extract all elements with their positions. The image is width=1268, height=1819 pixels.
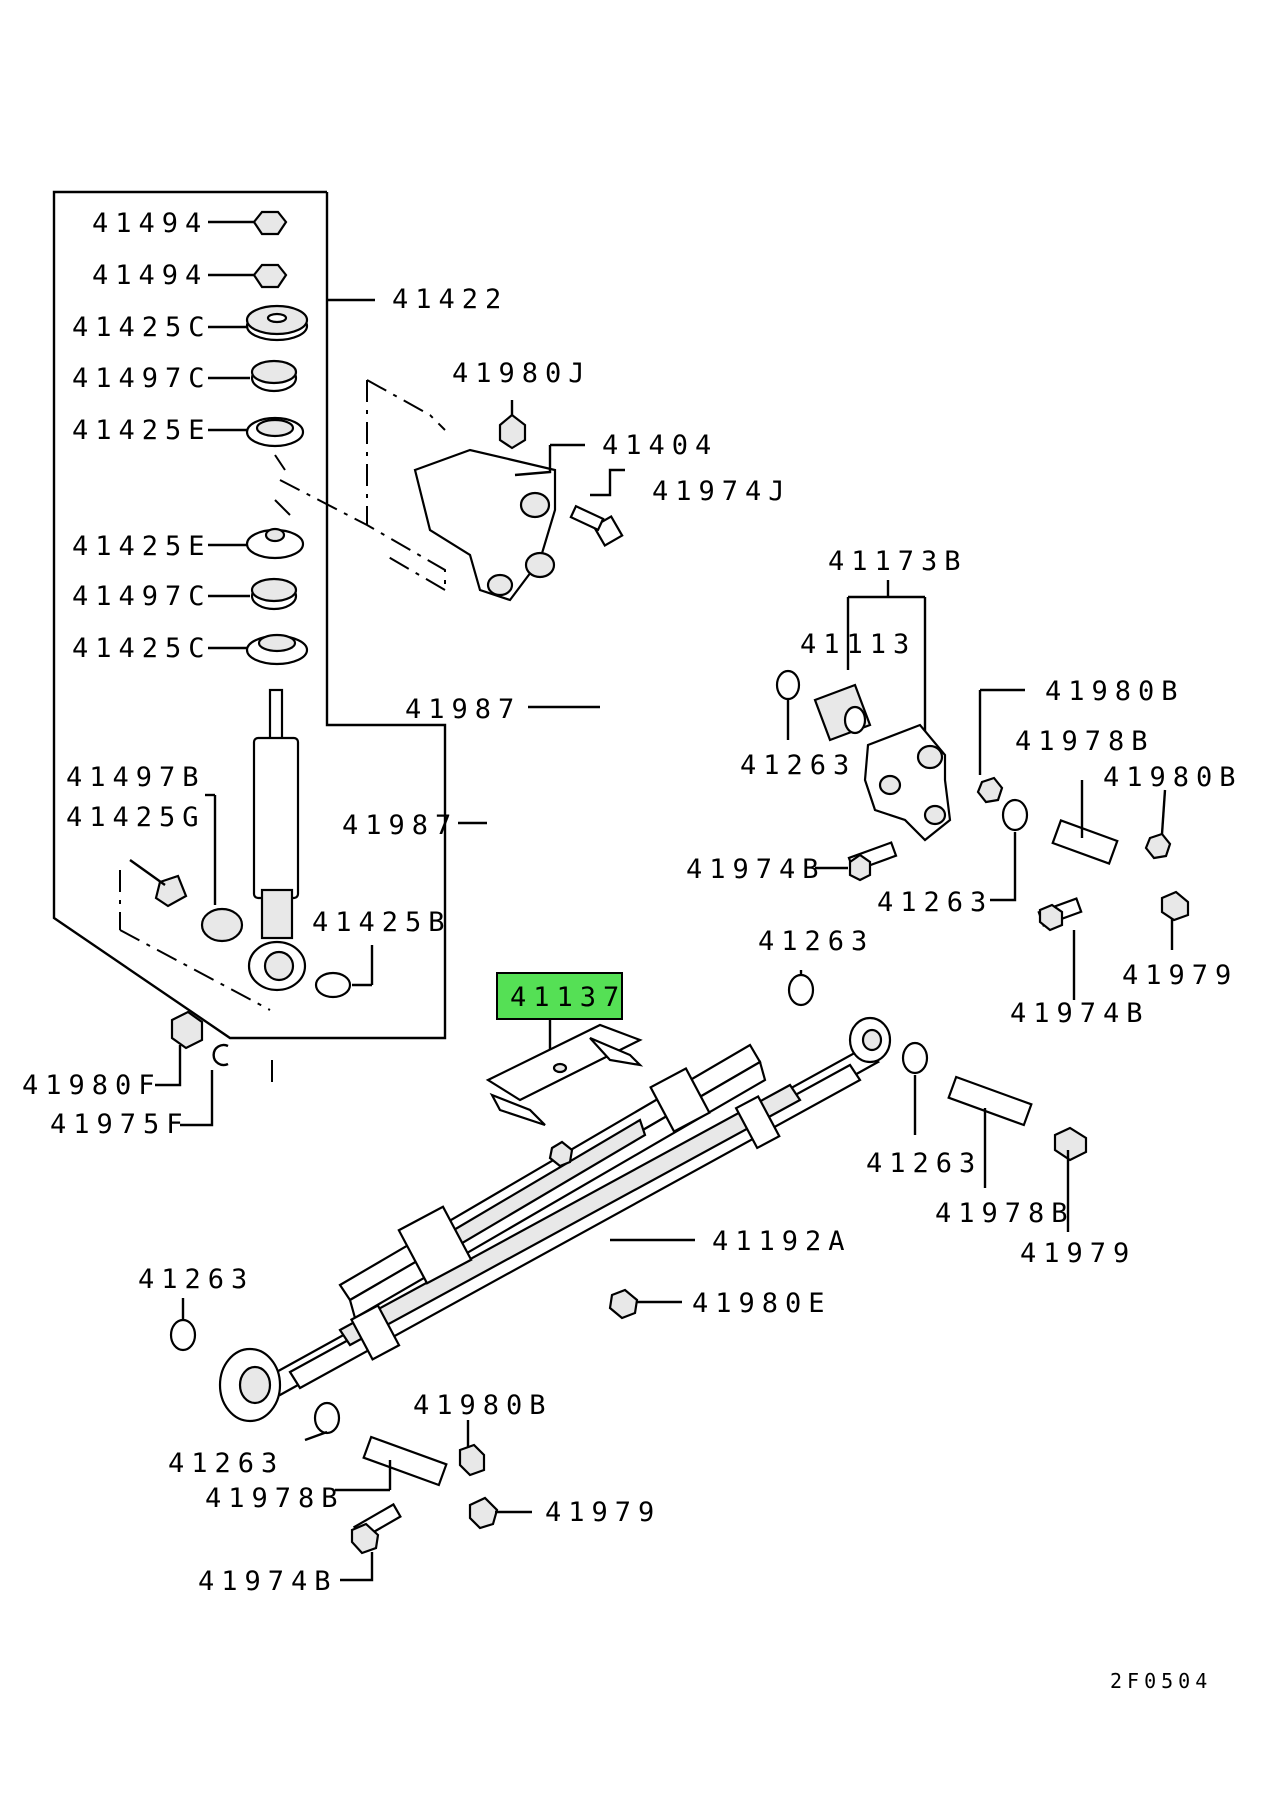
label-41137[interactable]: 41137 [510, 982, 626, 1013]
label-41263[interactable]: 41263 [877, 887, 993, 918]
rear-eye-pin-parts [169, 1288, 682, 1582]
leaf-spring-assembly [218, 1016, 892, 1423]
highlighted-part-box [496, 972, 623, 1020]
label-41980b[interactable]: 41980B [1103, 762, 1243, 793]
label-41979[interactable]: 41979 [1122, 960, 1238, 991]
front-eye-pin-parts [787, 970, 1088, 1232]
label-41425e[interactable]: 41425E [72, 531, 212, 562]
label-41263[interactable]: 41263 [138, 1264, 254, 1295]
label-41494[interactable]: 41494 [92, 260, 208, 291]
label-41980b[interactable]: 41980B [413, 1390, 553, 1421]
label-41978b[interactable]: 41978B [1015, 726, 1155, 757]
label-41980b[interactable]: 41980B [1045, 676, 1185, 707]
label-41113[interactable]: 41113 [800, 629, 916, 660]
label-41980j[interactable]: 41980J [452, 358, 592, 389]
label-41980e[interactable]: 41980E [692, 1288, 832, 1319]
part-labels: 41494 41494 41425C 41497C 41425E 41422 4… [22, 208, 1243, 1693]
label-41978b[interactable]: 41978B [935, 1198, 1075, 1229]
label-41494[interactable]: 41494 [92, 208, 208, 239]
shock-absorber [119, 688, 374, 1011]
label-41497c[interactable]: 41497C [72, 363, 212, 394]
label-41404[interactable]: 41404 [602, 430, 718, 461]
label-41263[interactable]: 41263 [866, 1148, 982, 1179]
label-41497b[interactable]: 41497B [66, 762, 206, 793]
label-41173b[interactable]: 41173B [828, 546, 968, 577]
label-41425c[interactable]: 41425C [72, 312, 212, 343]
label-41979[interactable]: 41979 [545, 1497, 661, 1528]
diagram-id: 2F0504 [1110, 1669, 1212, 1693]
label-41425g[interactable]: 41425G [66, 802, 206, 833]
label-41263[interactable]: 41263 [758, 926, 874, 957]
label-41978b[interactable]: 41978B [205, 1483, 345, 1514]
shock-lower-fasteners [155, 1010, 273, 1127]
label-41975f[interactable]: 41975F [50, 1109, 190, 1140]
label-41425b[interactable]: 41425B [312, 907, 452, 938]
label-41974b[interactable]: 41974B [686, 854, 826, 885]
label-41263[interactable]: 41263 [740, 750, 856, 781]
spring-seat-plate [485, 1005, 644, 1127]
label-41974b[interactable]: 41974B [1010, 998, 1150, 1029]
shock-absorber-kit-frame [52, 190, 447, 1040]
label-41422[interactable]: 41422 [392, 284, 508, 315]
label-41980f[interactable]: 41980F [22, 1070, 162, 1101]
label-41425c[interactable]: 41425C [72, 633, 212, 664]
label-41192a[interactable]: 41192A [712, 1226, 852, 1257]
label-41497c[interactable]: 41497C [72, 581, 212, 612]
label-41263[interactable]: 41263 [168, 1448, 284, 1479]
label-41425e[interactable]: 41425E [72, 415, 212, 446]
u-bolts [458, 678, 632, 965]
spring-shackle [775, 580, 1190, 1000]
label-41974j[interactable]: 41974J [652, 476, 792, 507]
label-41979[interactable]: 41979 [1020, 1238, 1136, 1269]
spring-bracket [279, 379, 625, 602]
label-41987[interactable]: 41987 [405, 694, 521, 725]
label-41974b[interactable]: 41974B [198, 1566, 338, 1597]
label-41987[interactable]: 41987 [342, 810, 458, 841]
shock-top-hardware [208, 210, 309, 666]
